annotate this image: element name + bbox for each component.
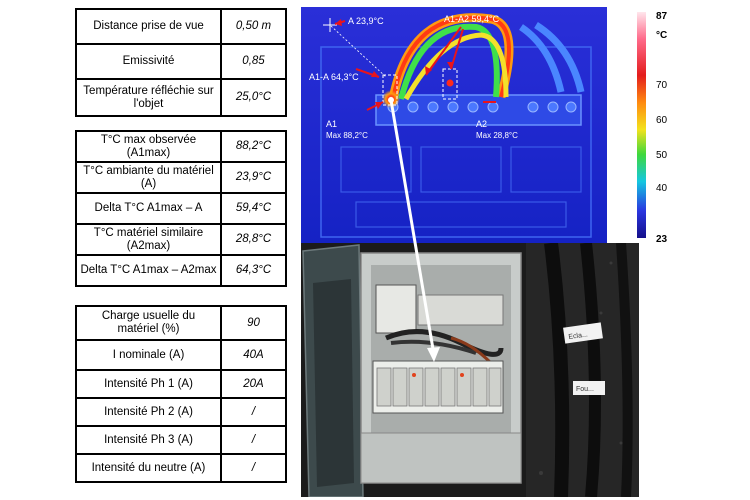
- cable-tag-1: Ecla...: [568, 331, 588, 341]
- row-label: Température réfléchie sur l'objet: [75, 78, 222, 117]
- row-label: Distance prise de vue: [75, 8, 222, 45]
- electrical-load-table: Charge usuelle du matériel (%)90 I nomin…: [75, 305, 287, 483]
- row-value: /: [220, 453, 287, 483]
- cable-tag-2: Fou...: [576, 386, 594, 393]
- label-a2: A2: [476, 119, 487, 129]
- row-label: Charge usuelle du matériel (%): [75, 305, 222, 341]
- row-label: Intensité Ph 2 (A): [75, 397, 222, 427]
- row-label: Intensité du neutre (A): [75, 453, 222, 483]
- scale-tick: 60: [656, 115, 668, 126]
- row-value: 88,2°C: [220, 130, 287, 163]
- row-value: 20A: [220, 369, 287, 399]
- row-label: T°C matériel similaire (A2max): [75, 223, 222, 256]
- row-label: I nominale (A): [75, 339, 222, 371]
- label-a1-max: Max 88,2°C: [326, 131, 368, 140]
- row-label: Delta T°C A1max – A: [75, 192, 222, 225]
- row-value: 40A: [220, 339, 287, 371]
- temperature-table: T°C max observée (A1max)88,2°C T°C ambia…: [75, 130, 287, 287]
- row-value: 0,50 m: [220, 8, 287, 45]
- row-value: /: [220, 397, 287, 427]
- row-label: T°C ambiante du matériel (A): [75, 161, 222, 194]
- label-a: A 23,9°C: [348, 16, 384, 26]
- row-label: Intensité Ph 3 (A): [75, 425, 222, 455]
- electrical-panel-photo: Ecla... Fou...: [301, 243, 639, 497]
- row-label: Delta T°C A1max – A2max: [75, 254, 222, 287]
- row-value: /: [220, 425, 287, 455]
- row-value: 0,85: [220, 43, 287, 80]
- scale-unit: °C: [656, 30, 667, 41]
- label-a2-max: Max 28,8°C: [476, 131, 518, 140]
- label-a1-a2: A1-A2 59,4°C: [444, 14, 500, 24]
- scale-tick: 70: [656, 80, 668, 91]
- scale-tick: 40: [656, 183, 668, 194]
- temperature-scale: 87 °C 70 60 50 40 23: [637, 11, 668, 244]
- row-label: Emissivité: [75, 43, 222, 80]
- row-label: Intensité Ph 1 (A): [75, 369, 222, 399]
- row-label: T°C max observée (A1max): [75, 130, 222, 163]
- label-a1: A1: [326, 119, 337, 129]
- scale-max: 87: [656, 11, 668, 22]
- row-value: 28,8°C: [220, 223, 287, 256]
- row-value: 90: [220, 305, 287, 341]
- row-value: 59,4°C: [220, 192, 287, 225]
- row-value: 64,3°C: [220, 254, 287, 287]
- scale-min: 23: [656, 234, 668, 244]
- label-a1-a: A1-A 64,3°C: [309, 72, 359, 82]
- scale-tick: 50: [656, 150, 668, 161]
- row-value: 23,9°C: [220, 161, 287, 194]
- thermal-image: A 23,9°C A1-A2 59,4°C A1-A 64,3°C A1 Max…: [301, 7, 607, 244]
- row-value: 25,0°C: [220, 78, 287, 117]
